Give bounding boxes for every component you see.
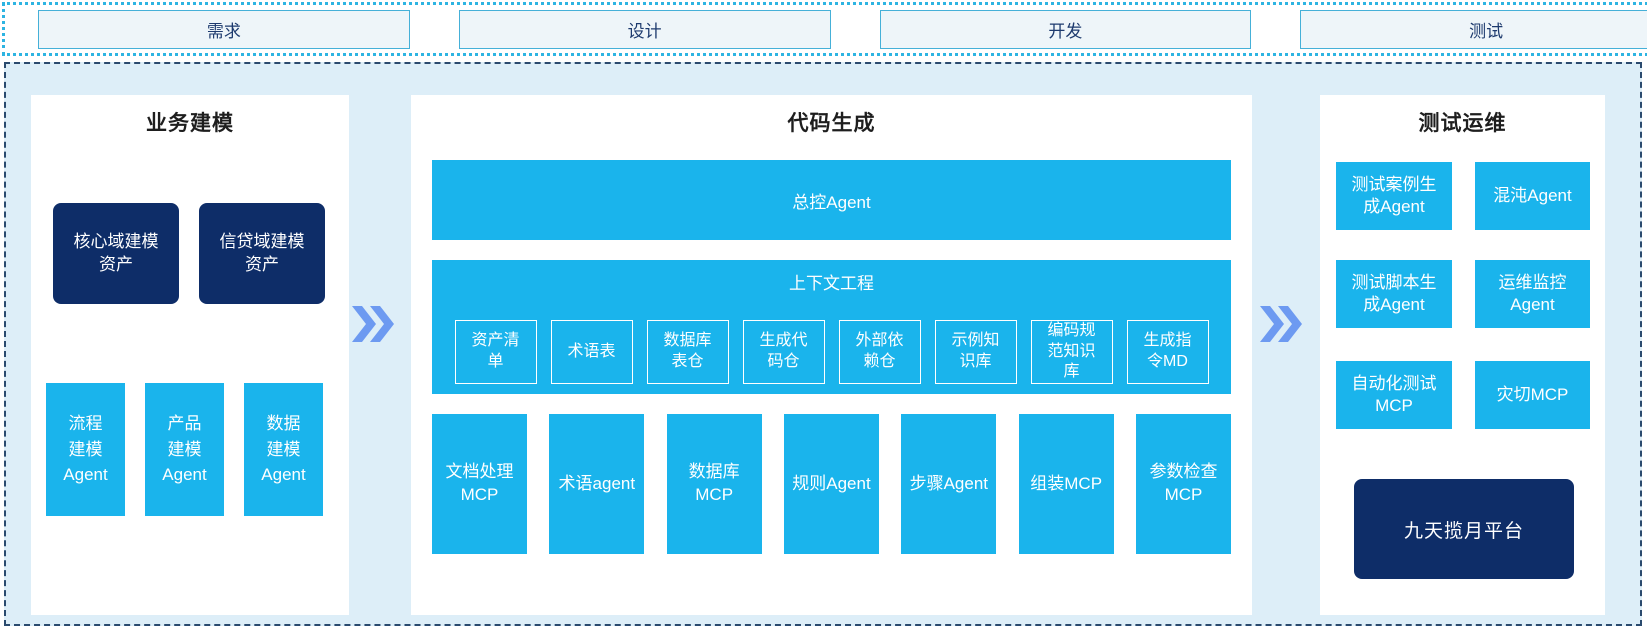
- worker-database-mcp: 数据库 MCP: [666, 414, 762, 554]
- agent-box-process-modeling: 流程 建模 Agent: [46, 383, 125, 516]
- testops-box-test-case-gen-agent: 测试案例生 成Agent: [1336, 162, 1452, 230]
- flow-chevron-icon: [352, 306, 394, 342]
- agent-box-data-modeling: 数据 建模 Agent: [244, 383, 323, 516]
- context-engineering-title: 上下文工程: [789, 274, 874, 293]
- panel-business-modeling: 业务建模 核心域建模 资产 信贷域建模 资产 流程 建模 Agent 产品 建模…: [31, 95, 349, 615]
- testops-box-auto-test-mcp: 自动化测试 MCP: [1336, 361, 1452, 429]
- panel-code-generation: 代码生成 总控Agent 上下文工程 资产清 单 术语表 数据库 表仓 生成代 …: [411, 95, 1252, 615]
- phase-strip: 需求 设计 开发 测试: [2, 2, 1647, 56]
- phase-design: 设计: [458, 9, 831, 49]
- worker-step-agent: 步骤Agent: [901, 414, 997, 554]
- panel-title-code-generation: 代码生成: [787, 112, 876, 135]
- main-diagram-area: 业务建模 核心域建模 资产 信贷域建模 资产 流程 建模 Agent 产品 建模…: [4, 62, 1642, 626]
- panel-title-test-operations: 测试运维: [1418, 112, 1507, 135]
- flow-chevron-icon: [1260, 306, 1302, 342]
- asset-box-core-domain: 核心域建模 资产: [53, 203, 179, 304]
- panel-test-operations: 测试运维 测试案例生 成Agent 混沌Agent 测试脚本生 成Agent 运…: [1320, 95, 1605, 615]
- testops-box-ops-monitor-agent: 运维监控 Agent: [1475, 260, 1590, 328]
- testops-box-chaos-agent: 混沌Agent: [1475, 162, 1590, 230]
- agent-box-product-modeling: 产品 建模 Agent: [145, 383, 224, 516]
- testops-box-test-script-gen-agent: 测试脚本生 成Agent: [1336, 260, 1452, 328]
- testops-box-disaster-switch-mcp: 灾切MCP: [1475, 361, 1590, 429]
- worker-rule-agent: 规则Agent: [783, 414, 879, 554]
- context-item-example-kb: 示例知 识库: [934, 320, 1017, 384]
- asset-box-credit-domain: 信贷域建模 资产: [199, 203, 325, 304]
- context-item-db-table-repo: 数据库 表仓: [646, 320, 729, 384]
- worker-doc-processing-mcp: 文档处理 MCP: [432, 414, 527, 554]
- context-engineering-block: 上下文工程 资产清 单 术语表 数据库 表仓 生成代 码仓 外部依 赖仓 示例知…: [432, 260, 1231, 394]
- context-item-external-deps-repo: 外部依 赖仓: [838, 320, 921, 384]
- platform-box-jiutian-lanyue: 九天揽月平台: [1354, 479, 1574, 579]
- context-item-gen-instruction-md: 生成指 令MD: [1126, 320, 1209, 384]
- workers-row: 文档处理 MCP 术语agent 数据库 MCP 规则Agent 步骤Agent…: [432, 414, 1231, 554]
- context-item-coding-standards-kb: 编码规 范知识 库: [1030, 320, 1113, 384]
- master-agent-bar: 总控Agent: [432, 160, 1231, 240]
- panel-title-business-modeling: 业务建模: [146, 112, 234, 135]
- phase-development: 开发: [879, 9, 1252, 49]
- worker-param-check-mcp: 参数检查 MCP: [1135, 414, 1231, 554]
- context-item-glossary: 术语表: [550, 320, 633, 384]
- worker-assembly-mcp: 组装MCP: [1018, 414, 1114, 554]
- worker-terminology-agent: 术语agent: [549, 414, 645, 554]
- phase-testing: 测试: [1300, 9, 1647, 49]
- context-item-codegen-repo: 生成代 码仓: [742, 320, 825, 384]
- context-items-row: 资产清 单 术语表 数据库 表仓 生成代 码仓 外部依 赖仓 示例知 识库 编码…: [432, 320, 1231, 384]
- context-item-asset-list: 资产清 单: [454, 320, 537, 384]
- phase-requirements: 需求: [38, 9, 410, 49]
